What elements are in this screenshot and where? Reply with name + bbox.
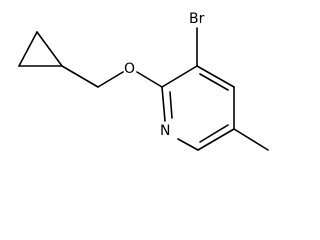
ring-c5-c6-inner-bond [199,124,229,143]
cyclopropyl-ring [18,31,63,67]
bromine-label: Br [189,11,205,27]
ring-to-ch2-bond [61,65,99,88]
ring-c2-c3-bond [161,65,198,88]
ring-c5-c6-bond [197,128,235,151]
ring-c3-c4-inner-bond [199,73,229,91]
nitrogen-label: N [160,123,170,139]
ring-n-c2-bond [161,86,166,122]
pyridine-ring [161,65,235,151]
ring-c3-c4-bond [196,65,235,88]
ring-c6-n-bond [177,138,199,151]
ch2-to-oxygen-bond [97,71,124,88]
ring-bond-top-left [18,31,38,67]
oxygen-label: O [124,61,135,77]
ring-to-methyl-bond [233,128,269,151]
ring-n-c2-inner-bond [169,91,173,119]
ring-bond-top-right [36,31,63,67]
oxygen-to-ring-bond [136,71,163,88]
structure-diagram: O N Br [18,11,269,151]
